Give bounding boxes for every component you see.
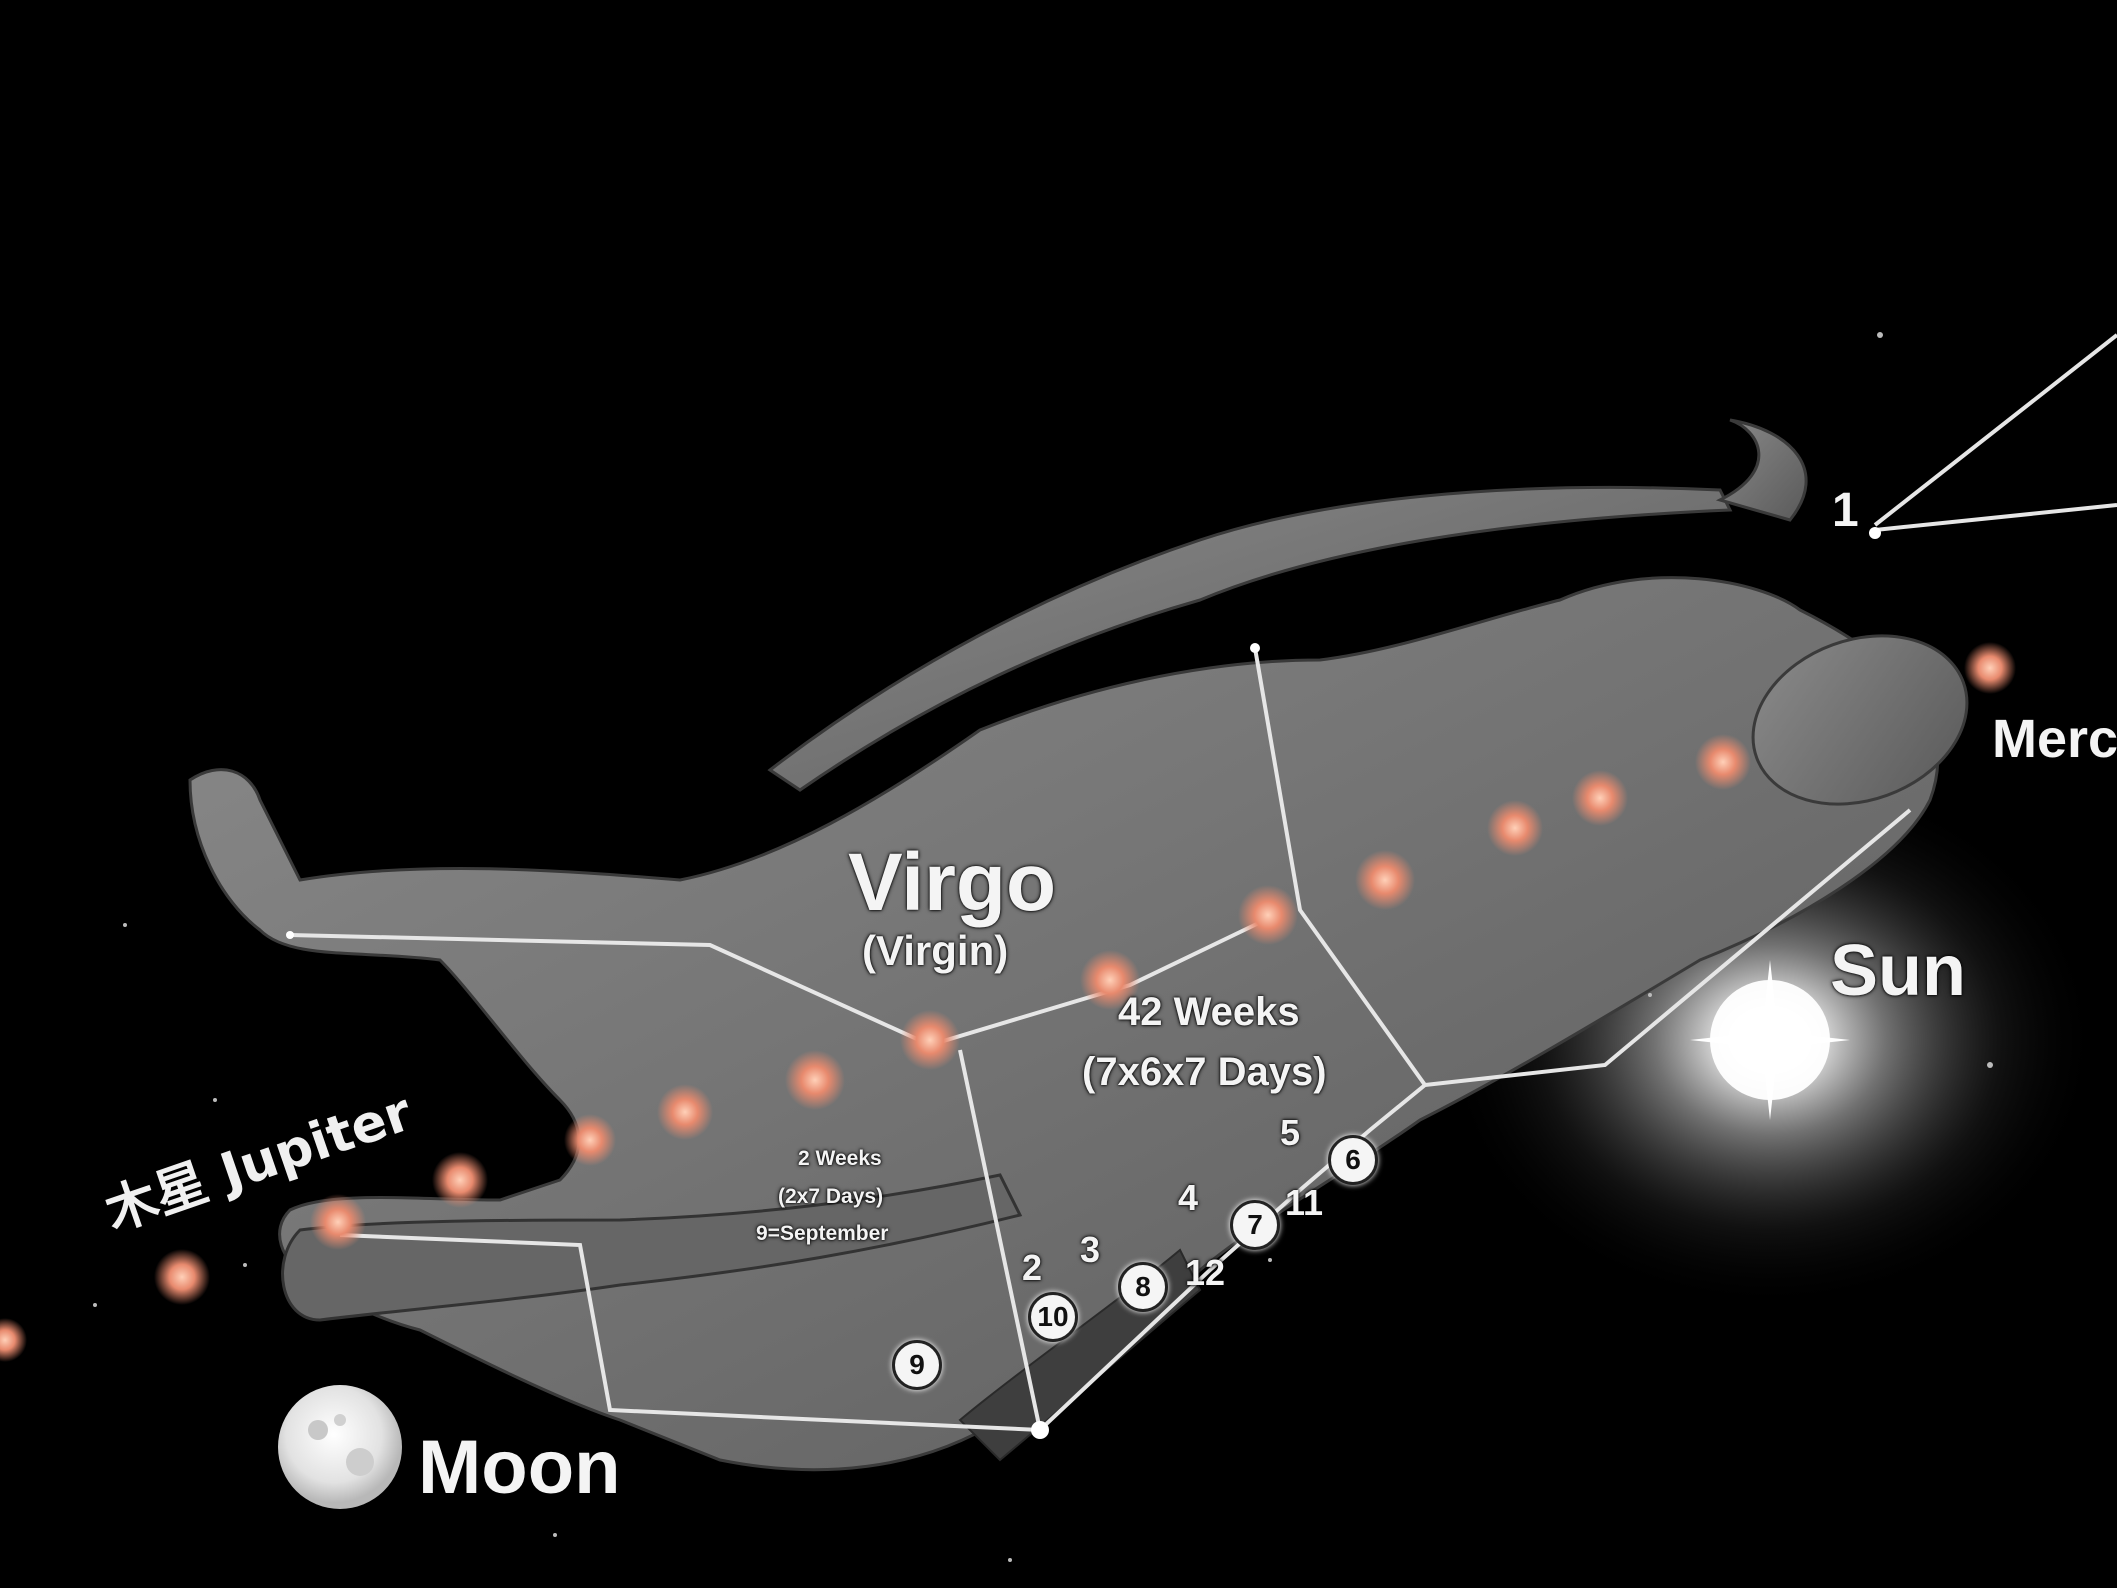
marker-3: 3 — [1080, 1232, 1100, 1268]
marker-2: 2 — [1022, 1250, 1042, 1286]
mercury-label: Merc — [1992, 712, 2117, 766]
marker-1: 1 — [1832, 487, 1859, 535]
marker-circled-7: 7 — [1230, 1200, 1280, 1250]
weeks-2-line3: 9=September — [756, 1220, 888, 1247]
weeks-42-line1: 42 Weeks — [1118, 992, 1300, 1032]
weeks-2-line1: 2 Weeks — [798, 1145, 882, 1172]
marker-11: 11 — [1285, 1185, 1323, 1221]
marker-circled-9: 9 — [892, 1340, 942, 1390]
virgo-figure — [190, 420, 1991, 1470]
weeks-2-line2: (2x7 Days) — [778, 1183, 883, 1210]
marker-circled-8: 8 — [1118, 1262, 1168, 1312]
marker-circled-6: 6 — [1328, 1135, 1378, 1185]
moon-label: Moon — [418, 1430, 621, 1506]
marker-5: 5 — [1280, 1115, 1300, 1151]
marker-4: 4 — [1178, 1180, 1198, 1216]
sun-label: Sun — [1830, 935, 1966, 1007]
marker-circled-10: 10 — [1028, 1292, 1078, 1342]
virgo-title: Virgo — [848, 842, 1056, 924]
weeks-42-line2: (7x6x7 Days) — [1082, 1052, 1327, 1092]
marker-12: 12 — [1185, 1255, 1225, 1291]
virgo-subtitle: (Virgin) — [862, 930, 1008, 972]
moon-icon — [278, 1385, 402, 1509]
